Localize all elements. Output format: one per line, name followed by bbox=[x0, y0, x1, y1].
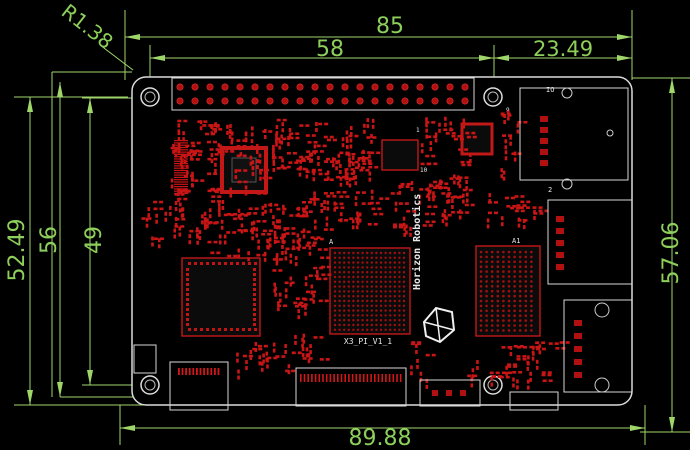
gpio-pin bbox=[296, 97, 304, 105]
emmc-ball-grid bbox=[186, 262, 257, 331]
gpio-pin bbox=[431, 97, 439, 105]
gpio-pin bbox=[416, 83, 424, 91]
gpio-pin bbox=[446, 83, 454, 91]
dim-top-total: 85 bbox=[376, 14, 404, 39]
gpio-header-outline bbox=[171, 77, 475, 111]
soc-ball-grid bbox=[333, 251, 406, 331]
dim-left-inner: 49 bbox=[82, 226, 107, 254]
gpio-pin bbox=[461, 83, 469, 91]
dim-top-mid: 58 bbox=[316, 37, 344, 62]
silk-label-2: 2 bbox=[548, 186, 552, 194]
micro-sd-slot bbox=[509, 391, 559, 411]
gpio-pin bbox=[221, 97, 229, 105]
mipi-fpc-connector bbox=[295, 367, 407, 407]
gpio-pin bbox=[416, 97, 424, 105]
fan-connector bbox=[419, 379, 481, 407]
gpio-pin bbox=[266, 97, 274, 105]
gpio-pin bbox=[266, 83, 274, 91]
gpio-pin bbox=[446, 97, 454, 105]
io-label: IO bbox=[546, 86, 554, 94]
gpio-pin bbox=[461, 97, 469, 105]
gpio-pin bbox=[176, 83, 184, 91]
gpio-pin bbox=[176, 97, 184, 105]
gpio-pin bbox=[371, 97, 379, 105]
gpio-pin bbox=[386, 83, 394, 91]
gpio-pin bbox=[356, 83, 364, 91]
dim-left-mid: 56 bbox=[37, 226, 62, 254]
gpio-pin bbox=[311, 97, 319, 105]
silk-label-10: 10 bbox=[420, 167, 428, 174]
gpio-pin bbox=[221, 83, 229, 91]
gpio-pin bbox=[191, 83, 199, 91]
gpio-pin bbox=[401, 83, 409, 91]
right-connectors: IO 2 bbox=[519, 86, 633, 393]
silk-label-9: 9 bbox=[506, 107, 510, 114]
gpio-header-40pin bbox=[176, 83, 469, 105]
gpio-pin bbox=[341, 97, 349, 105]
gpio-pin bbox=[356, 97, 364, 105]
silk-label-1: 1 bbox=[416, 127, 420, 134]
gpio-pin bbox=[281, 83, 289, 91]
gpio-pin bbox=[236, 83, 244, 91]
gpio-pin bbox=[371, 83, 379, 91]
silk-label-a-soc: A bbox=[329, 238, 334, 246]
gpio-pin bbox=[206, 97, 214, 105]
soc-bga bbox=[329, 247, 411, 335]
gpio-pin bbox=[311, 83, 319, 91]
dim-bottom: 89.88 bbox=[349, 426, 412, 450]
gpio-pin bbox=[401, 97, 409, 105]
gpio-pin bbox=[206, 83, 214, 91]
gpio-pin bbox=[296, 83, 304, 91]
ethernet-connector bbox=[563, 299, 633, 393]
silk-label-a1: A1 bbox=[512, 237, 520, 245]
usb-c-connector bbox=[169, 361, 229, 411]
gpio-pin bbox=[326, 83, 334, 91]
horizon-logo: Horizon Robotics bbox=[411, 194, 456, 344]
button-footprint bbox=[133, 344, 157, 374]
bottom-connectors bbox=[133, 344, 559, 411]
usb-connector-mid bbox=[547, 199, 633, 285]
mounting-hole-top-left bbox=[140, 87, 160, 107]
passive-pads bbox=[141, 110, 582, 396]
dim-left-outer: 52.49 bbox=[5, 219, 30, 282]
gpio-pin bbox=[386, 97, 394, 105]
gpio-pin bbox=[431, 83, 439, 91]
gpio-pin bbox=[251, 83, 259, 91]
gpio-pin bbox=[191, 97, 199, 105]
dim-right: 57.06 bbox=[659, 222, 684, 285]
emmc-bga bbox=[181, 257, 261, 337]
memory-ball-grid bbox=[479, 250, 533, 332]
gpio-pin bbox=[326, 97, 334, 105]
gpio-pin bbox=[251, 97, 259, 105]
usb-connector-top bbox=[519, 87, 629, 181]
gpio-pin bbox=[281, 97, 289, 105]
gpio-pin bbox=[236, 97, 244, 105]
board-name-label: X3_PI_V1_1 bbox=[344, 337, 392, 346]
gpio-pin bbox=[341, 83, 349, 91]
dim-top-right: 23.49 bbox=[533, 37, 593, 61]
qfn-chip-1 bbox=[381, 139, 419, 171]
dimension-lines bbox=[14, 10, 690, 445]
dimension-labels: 85 58 23.49 R1.38 52.49 56 49 57.06 89.8… bbox=[5, 0, 684, 450]
logo-text: Horizon Robotics bbox=[411, 194, 423, 290]
dim-radius: R1.38 bbox=[57, 0, 118, 54]
mounting-hole-top-right bbox=[483, 87, 503, 107]
mounting-hole-bottom-left bbox=[140, 375, 160, 395]
